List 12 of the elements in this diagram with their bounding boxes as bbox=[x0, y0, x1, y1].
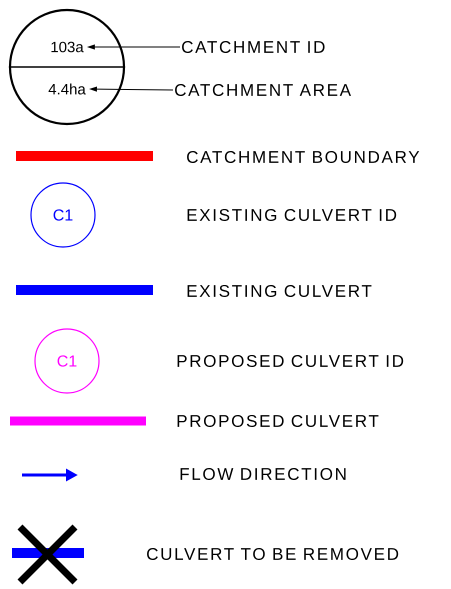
circle-label: 4.4ha bbox=[48, 84, 86, 94]
legend-label: PROPOSED CULVERT bbox=[178, 414, 378, 428]
legend-label: PROPOSED CULVERT ID bbox=[178, 354, 404, 368]
callout-label: CATCHMENT AREA bbox=[175, 84, 352, 96]
legend-label: CULVERT TO BE REMOVED bbox=[147, 548, 398, 560]
catchment-circle bbox=[8, 8, 126, 126]
legend-label: FLOW DIRECTION bbox=[180, 468, 346, 480]
legend-label: EXISTING CULVERT bbox=[188, 284, 372, 298]
legend-label: EXISTING CULVERT ID bbox=[188, 208, 396, 222]
legend-label: CATCHMENT BOUNDARY bbox=[187, 150, 420, 164]
callout-label: CATCHMENT ID bbox=[182, 40, 325, 54]
circle-label: 103a bbox=[51, 42, 84, 52]
